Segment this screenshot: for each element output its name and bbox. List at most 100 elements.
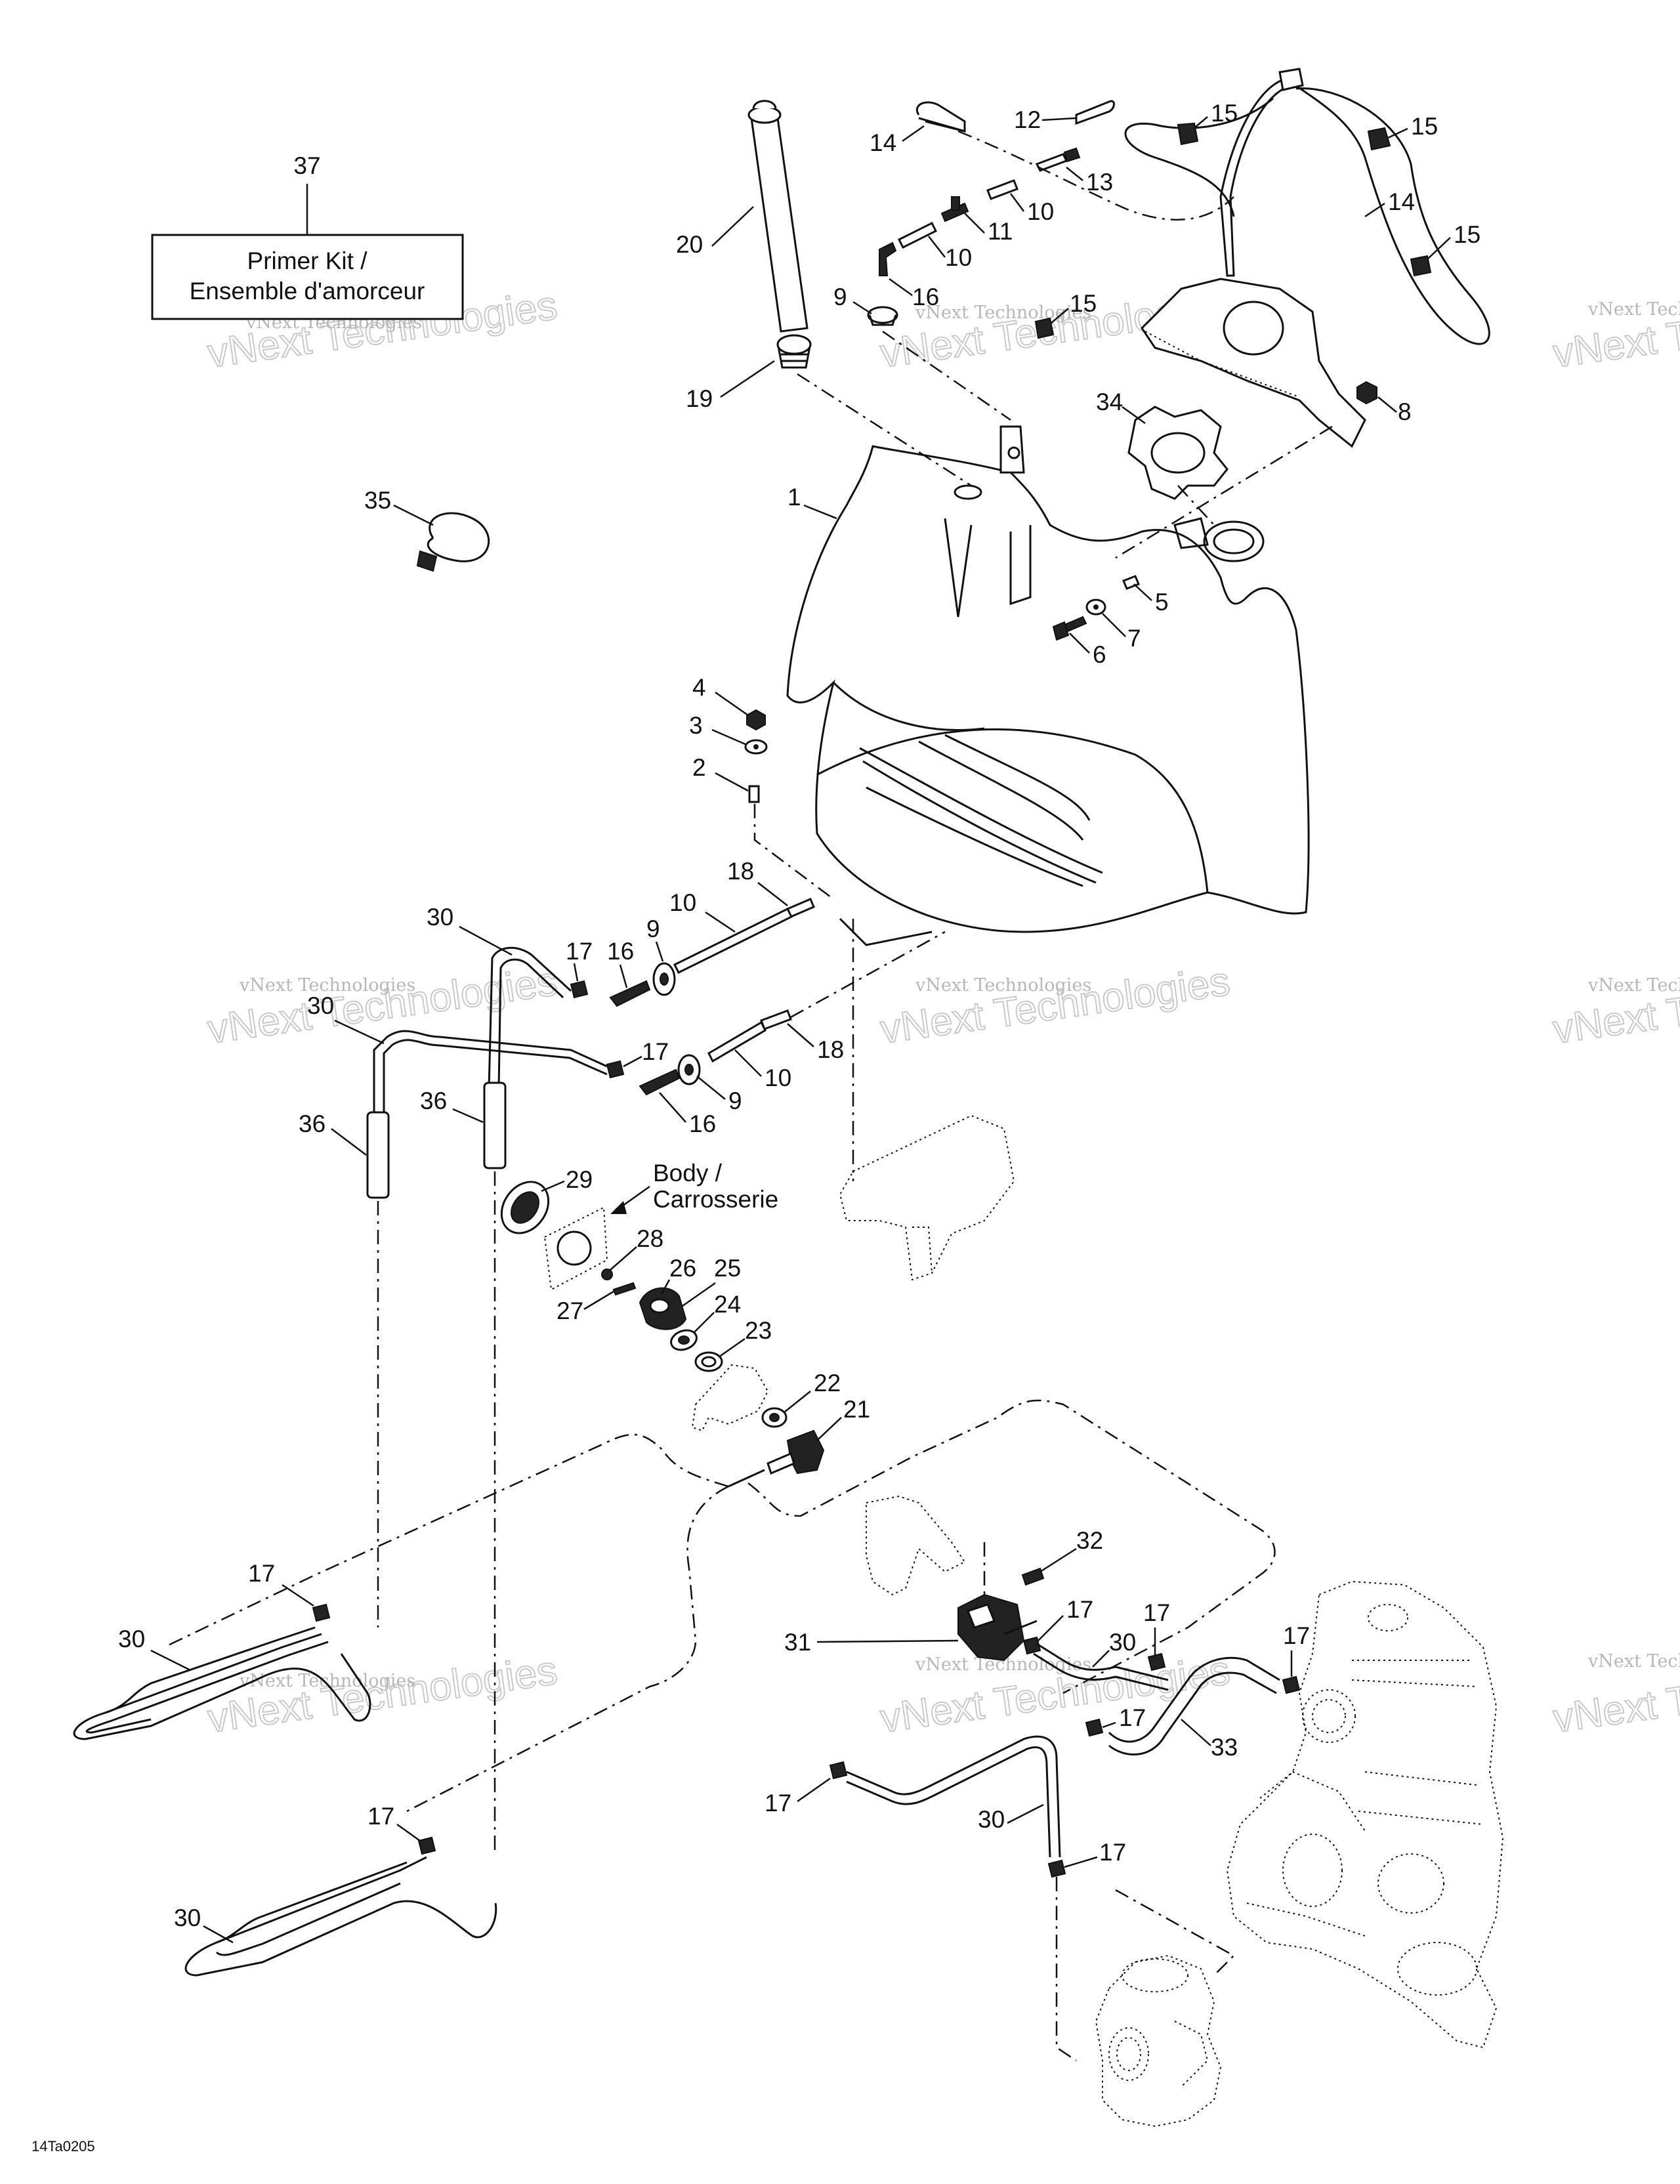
clip-15-c <box>1410 255 1432 277</box>
callout-31: 31 <box>784 1629 959 1656</box>
svg-text:4: 4 <box>692 674 706 701</box>
watermark-large: vNext Technologies <box>1550 283 1680 377</box>
svg-text:26: 26 <box>669 1255 696 1282</box>
svg-text:32: 32 <box>1076 1527 1103 1554</box>
engine-block <box>1226 1580 1504 2049</box>
svg-text:27: 27 <box>556 1297 583 1324</box>
nut-8 <box>1356 381 1377 405</box>
svg-text:17: 17 <box>368 1803 394 1830</box>
filler-neck-adapter <box>776 334 972 487</box>
sleeve-36-left <box>366 1111 390 1628</box>
svg-text:19: 19 <box>686 385 713 412</box>
svg-text:34: 34 <box>1096 388 1123 415</box>
clamp-17-e <box>1022 1636 1041 1655</box>
svg-text:30: 30 <box>1109 1629 1136 1656</box>
callout-27: 27 <box>556 1290 614 1324</box>
callout-5: 5 <box>1133 583 1169 616</box>
elbow-16-lower <box>639 1068 681 1096</box>
primer-valve-21 <box>728 1429 825 1488</box>
callout-9-upper: 9 <box>833 284 872 315</box>
callout-3: 3 <box>689 712 747 746</box>
svg-text:17: 17 <box>642 1038 669 1065</box>
fuel-filter-bracket <box>866 1495 986 1601</box>
svg-text:12: 12 <box>1014 106 1041 133</box>
callout-10-c: 10 <box>669 889 736 933</box>
callout-10-a: 10 <box>1009 193 1054 225</box>
callout-2: 2 <box>692 754 749 792</box>
hose-10-upper <box>986 179 1018 200</box>
sleeve-36-right <box>483 1082 507 1851</box>
clamp-17-h <box>1282 1675 1301 1694</box>
svg-text:9: 9 <box>728 1087 742 1114</box>
screw-6 <box>1052 616 1087 641</box>
watermark-small: vNext Technologies <box>915 975 1091 996</box>
spacer-2 <box>748 785 760 803</box>
svg-text:11: 11 <box>988 218 1013 245</box>
svg-text:17: 17 <box>765 1790 791 1816</box>
svg-text:17: 17 <box>1119 1704 1146 1731</box>
watermark-small: vNext Technologies <box>239 975 415 996</box>
watermark-large: vNext Technologies <box>877 959 1232 1053</box>
clamp-17-b <box>606 1060 625 1079</box>
fuel-line-30-carb <box>846 1735 1061 1858</box>
svg-text:15: 15 <box>1411 113 1438 140</box>
fuel-line-30-filter <box>1033 1643 1116 1681</box>
fuel-line-33 <box>1108 1656 1280 1755</box>
callout-10-b: 10 <box>928 236 972 271</box>
svg-text:15: 15 <box>1211 100 1238 127</box>
svg-text:28: 28 <box>637 1225 663 1252</box>
callout-15-b: 15 <box>1387 113 1438 140</box>
svg-text:31: 31 <box>784 1629 811 1656</box>
callout-8: 8 <box>1377 396 1412 425</box>
callout-14: 14 <box>870 125 925 156</box>
svg-text:13: 13 <box>1086 169 1113 196</box>
callout-18-lower: 18 <box>787 1023 844 1063</box>
svg-text:17: 17 <box>1066 1596 1093 1623</box>
screw-28 <box>601 1269 613 1280</box>
watermark-small: vNext Technologies <box>1587 299 1680 320</box>
svg-text:10: 10 <box>1027 198 1054 225</box>
callout-30-d: 30 <box>174 1904 234 1944</box>
callout-9-lower: 9 <box>696 1076 742 1114</box>
callout-17-h: 17 <box>1283 1622 1310 1677</box>
carb-feed-dashed <box>1055 1877 1077 2062</box>
callout-33: 33 <box>1181 1719 1238 1761</box>
washer-3 <box>744 739 768 755</box>
svg-text:9: 9 <box>833 284 847 310</box>
callout-25: 25 <box>682 1255 741 1307</box>
watermark-small: vNext Technologies <box>1587 1651 1680 1671</box>
callout-29: 29 <box>541 1166 593 1193</box>
watermark-small: vNext Technologies <box>239 1671 415 1691</box>
callout-16-mid: 16 <box>607 938 634 988</box>
routing-left-lower <box>406 1485 729 1813</box>
svg-text:25: 25 <box>714 1255 741 1282</box>
callout-32: 32 <box>1040 1527 1103 1573</box>
callout-30-a: 30 <box>427 904 513 956</box>
vent-routing-dashed <box>957 130 1234 221</box>
svg-text:21: 21 <box>843 1396 870 1423</box>
svg-text:3: 3 <box>689 712 703 739</box>
fuel-line-10-upper <box>673 907 793 975</box>
svg-text:24: 24 <box>714 1291 741 1318</box>
vent-hose-14-loop <box>1124 68 1490 345</box>
callout-6: 6 <box>1069 633 1106 668</box>
clamp-17-j <box>1047 1859 1066 1878</box>
svg-text:18: 18 <box>727 858 754 885</box>
svg-text:18: 18 <box>817 1036 844 1063</box>
primer-kit-frame <box>151 234 464 320</box>
svg-text:15: 15 <box>1070 290 1097 317</box>
clamp-17-g <box>1085 1718 1104 1737</box>
callout-12: 12 <box>1014 106 1077 133</box>
washer-7 <box>1085 598 1106 616</box>
fuel-line-30-lower-b <box>184 1856 497 1977</box>
primer-pump-26 <box>639 1287 687 1330</box>
screw-27 <box>612 1282 637 1296</box>
fitting-18-upper <box>786 898 815 918</box>
svg-text:17: 17 <box>1283 1622 1310 1649</box>
callout-11: 11 <box>964 213 1013 245</box>
svg-text:9: 9 <box>646 915 660 942</box>
callout-15-a: 15 <box>1194 100 1238 129</box>
svg-text:Carrosserie: Carrosserie <box>653 1186 778 1213</box>
washer-24 <box>670 1329 698 1351</box>
